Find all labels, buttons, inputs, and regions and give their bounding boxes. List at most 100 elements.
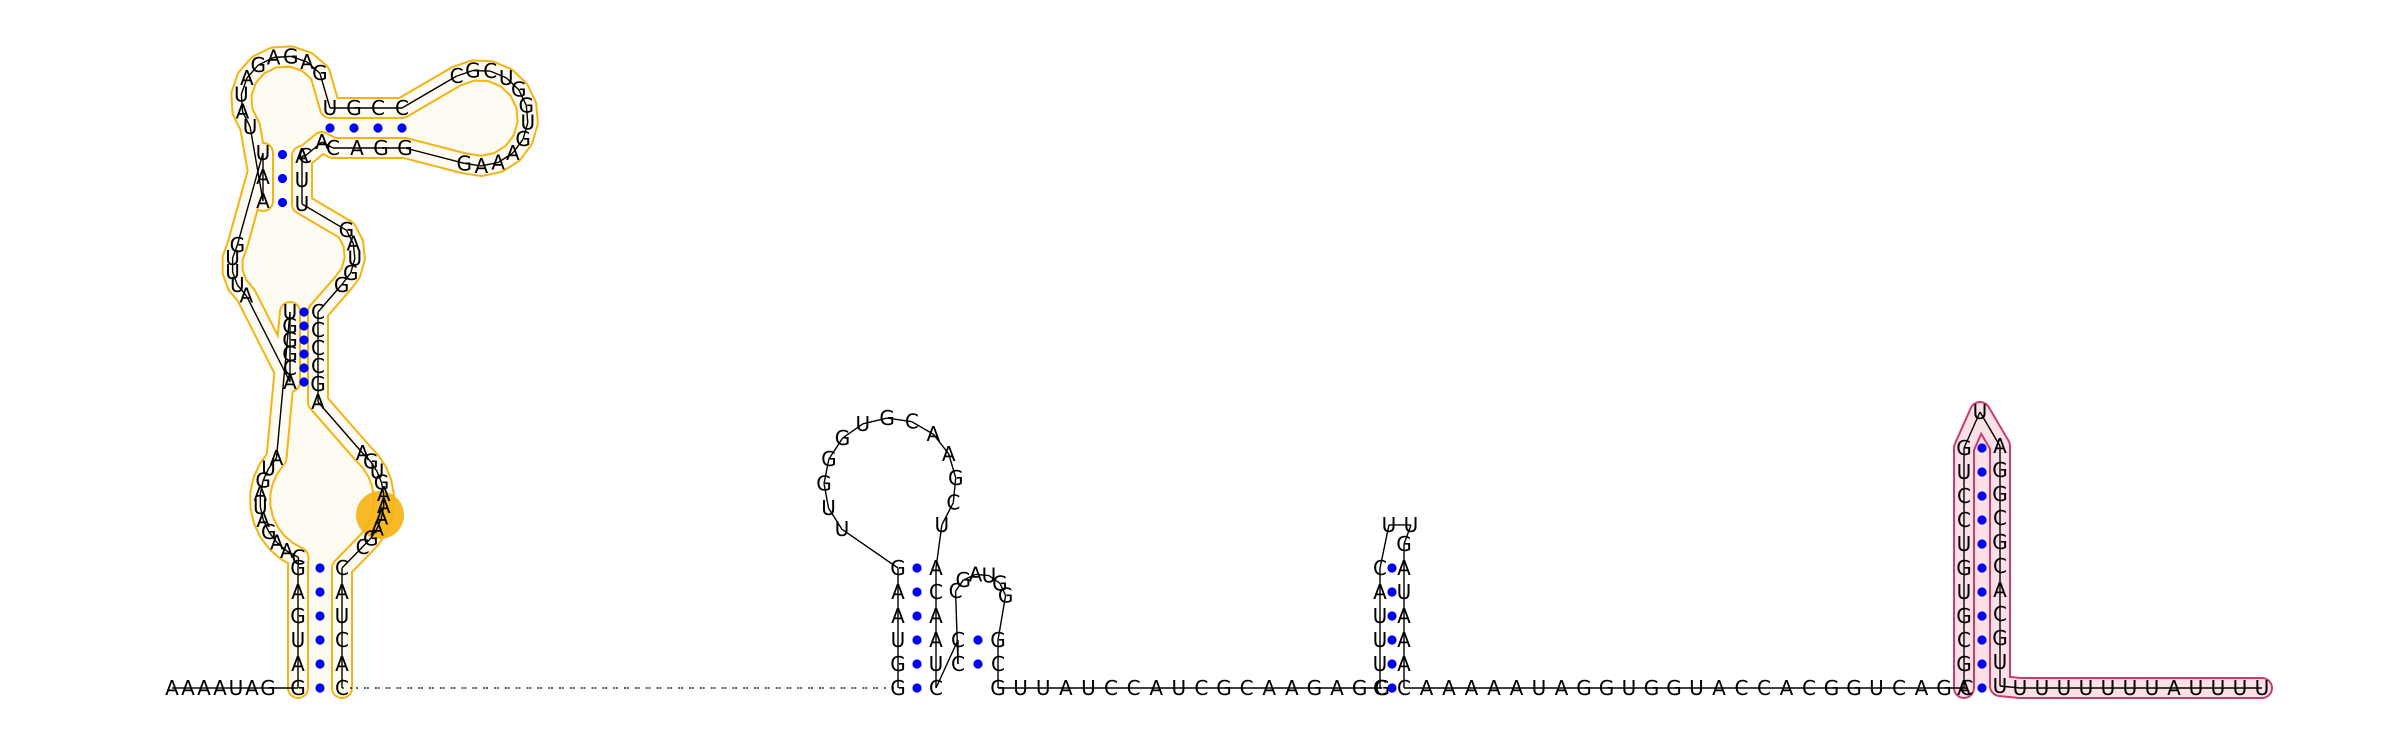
nucleotide-letter: A — [929, 556, 943, 580]
nucleotide-letter: C — [335, 556, 349, 580]
nucleotide-letter: U — [2233, 676, 2248, 700]
nucleotide-letter: C — [1802, 676, 1816, 700]
nucleotide-letter: U — [1382, 513, 1397, 537]
nucleotide-letter: C — [1757, 676, 1771, 700]
nucleotide-letter: A — [245, 676, 259, 700]
base-pair-dot — [299, 321, 308, 330]
base-pair-dot — [973, 659, 982, 668]
nucleotide-letter: A — [929, 628, 943, 652]
base-pair-dot — [973, 635, 982, 644]
base-pair-dot — [315, 683, 324, 692]
base-pair-dot — [278, 198, 287, 207]
nucleotide-letter: U — [291, 628, 306, 652]
nucleotide-letter: C — [946, 491, 960, 515]
base-pair-dot — [1977, 683, 1986, 692]
nucleotide-letter: C — [335, 676, 349, 700]
base-pair-dot — [912, 635, 921, 644]
nucleotide-letter: C — [1397, 676, 1411, 700]
nucleotide-letter: G — [456, 151, 472, 175]
nucleotide-letter: A — [291, 652, 305, 676]
base-pair-dot — [1977, 491, 1986, 500]
nucleotide-letter: A — [891, 580, 905, 604]
nucleotide-letter: A — [1149, 676, 1163, 700]
nucleotide-letter: U — [1036, 676, 1051, 700]
nucleotide-letter: C — [1373, 676, 1387, 700]
base-pair-dot — [315, 635, 324, 644]
nucleotide-letter: C — [1373, 556, 1387, 580]
nucleotide-letter: U — [2035, 676, 2050, 700]
nucleotide-letter: A — [1397, 628, 1411, 652]
nucleotide-letter: G — [230, 233, 246, 257]
base-pair-dot — [315, 611, 324, 620]
nucleotide-letter: G — [1396, 532, 1412, 556]
base-pair-dot — [299, 335, 308, 344]
nucleotide-letter: U — [335, 604, 350, 628]
nucleotide-letter: G — [283, 44, 299, 68]
nucleotide-letter: A — [1993, 434, 2007, 458]
nucleotide-letter: U — [2189, 676, 2204, 700]
nucleotide-letter: C — [335, 628, 349, 652]
nucleotide-letter: A — [181, 676, 195, 700]
base-pair-dot — [315, 563, 324, 572]
nucleotide-letter: U — [2079, 676, 2094, 700]
base-pair-dot — [1387, 587, 1396, 596]
nucleotide-letter: G — [1956, 556, 1972, 580]
nucleotide-letter: U — [2101, 676, 2116, 700]
nucleotide-letter: U — [1973, 400, 1988, 424]
nucleotide-letter: U — [2255, 676, 2270, 700]
nucleotide-letter: C — [1993, 602, 2007, 626]
nucleotide-letter: U — [1532, 676, 1547, 700]
base-pair-dot — [912, 659, 921, 668]
nucleotide-letter: G — [290, 676, 306, 700]
nucleotide-letter: G — [260, 676, 276, 700]
nucleotide-letter: G — [816, 472, 832, 496]
nucleotide-letter: G — [1956, 604, 1972, 628]
base-pair-dot — [912, 587, 921, 596]
nucleotide-letter: U — [1373, 628, 1388, 652]
nucleotide-letter: G — [373, 136, 389, 160]
base-pair-dot — [315, 587, 324, 596]
base-pair-dot — [1977, 611, 1986, 620]
nucleotide-letter: C — [1957, 628, 1971, 652]
nucleotide-letter: C — [1104, 676, 1118, 700]
nucleotide-letter: G — [1352, 676, 1368, 700]
hairpin5-highlight-fill — [1964, 412, 2262, 688]
nucleotide-letter: G — [879, 406, 895, 430]
base-pair-dot — [1977, 443, 1986, 452]
nucleotide-letter: G — [1956, 652, 1972, 676]
nucleotide-letter: A — [1712, 676, 1726, 700]
nucleotide-letter: U — [1373, 604, 1388, 628]
nucleotide-letter: G — [465, 59, 481, 83]
nucleotide-letter: A — [270, 446, 284, 470]
nucleotide-letter: A — [491, 150, 505, 174]
nucleotide-letter: C — [371, 96, 385, 120]
nucleotide-letter: G — [334, 273, 350, 297]
nucleotide-letter: U — [256, 141, 271, 165]
nucleotide-letter: U — [1993, 650, 2008, 674]
base-pair-dot — [299, 377, 308, 386]
nucleotide-letter: C — [929, 676, 943, 700]
nucleotide-letter: C — [951, 628, 965, 652]
nucleotide-letter: A — [1915, 676, 1929, 700]
base-pair-dot — [349, 123, 358, 132]
nucleotide-letter: U — [1689, 676, 1704, 700]
nucleotide-letter: G — [990, 676, 1006, 700]
nucleotide-letter: U — [835, 517, 850, 541]
nucleotide-letter: G — [890, 556, 906, 580]
base-pair-dot — [1977, 635, 1986, 644]
nucleotide-letter: U — [1373, 652, 1388, 676]
nucleotide-letter: G — [1956, 436, 1972, 460]
nucleotide-letter: U — [1397, 580, 1412, 604]
nucleotide-letter: C — [905, 410, 919, 434]
nucleotide-letter: C — [1892, 676, 1906, 700]
nucleotide-letter: G — [1824, 676, 1840, 700]
nucleotide-letter: A — [291, 580, 305, 604]
nucleotide-letter: G — [890, 676, 906, 700]
nucleotide-letter: C — [991, 652, 1005, 676]
nucleotide-letter: U — [929, 652, 944, 676]
nucleotide-letter: A — [1442, 676, 1456, 700]
base-pair-dot — [1387, 659, 1396, 668]
nucleotide-letter: A — [969, 562, 983, 586]
nucleotide-letter: G — [835, 426, 851, 450]
